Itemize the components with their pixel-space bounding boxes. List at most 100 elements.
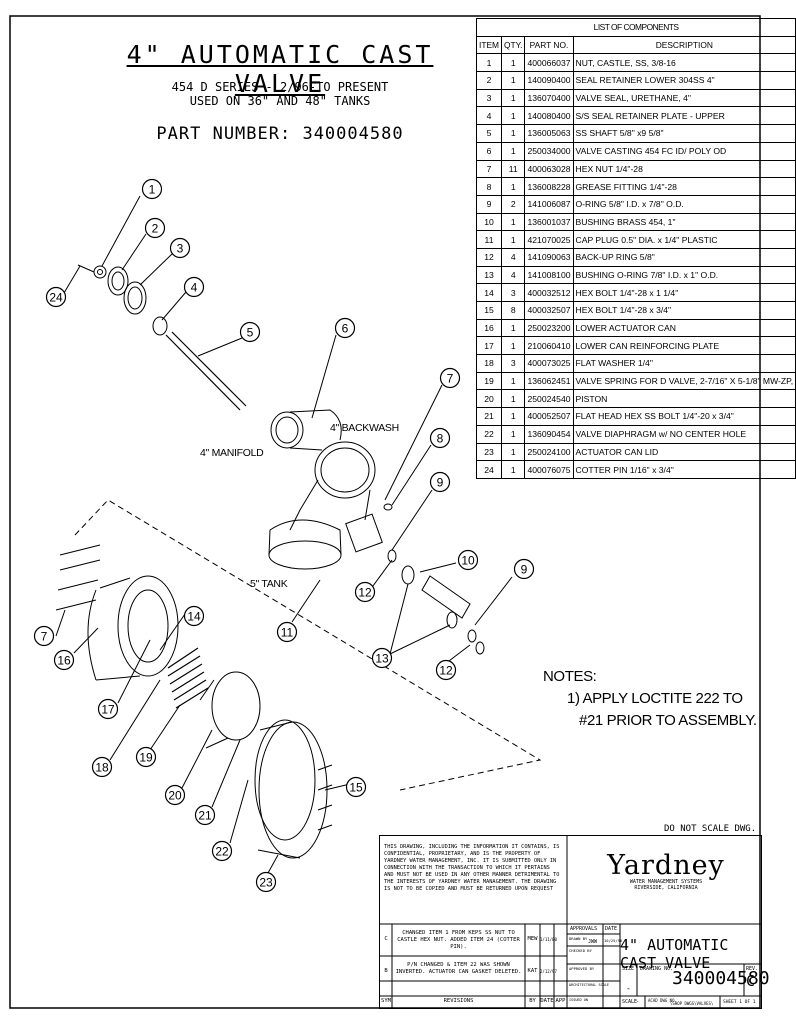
callout-number: 23 xyxy=(259,876,273,890)
qty-cell: 3 xyxy=(501,354,526,373)
callout-number: 22 xyxy=(215,845,229,859)
callout-number: 13 xyxy=(375,652,389,666)
tank-label: 5" TANK xyxy=(250,578,288,590)
qty-cell: 1 xyxy=(501,106,526,126)
qty-cell: 1 xyxy=(501,318,526,338)
callout-number: 1 xyxy=(149,183,156,197)
callout-9: 9 xyxy=(429,471,451,493)
callout-number: 17 xyxy=(101,703,115,717)
exploded-view xyxy=(55,195,542,874)
part-no-cell: 136062451 xyxy=(524,371,574,391)
part-no-cell: 140080400 xyxy=(524,106,574,126)
revision-text: P/N CHANGED & ITEM 22 WAS SHOWN INVERTED… xyxy=(395,962,522,975)
callout-circle xyxy=(135,746,157,768)
callout-circle xyxy=(169,237,191,259)
qty-cell: 1 xyxy=(501,389,526,409)
scale-value: - xyxy=(636,999,640,1005)
callout-13: 13 xyxy=(371,647,393,669)
callout-circle xyxy=(97,698,119,720)
title-block: THIS DRAWING, INCLUDING THE INFORMATION … xyxy=(379,835,770,1009)
approved-by-label: APPROVED BY xyxy=(569,966,595,971)
callout-number: 7 xyxy=(41,630,48,644)
drawing-title: 4" AUTOMATIC CAST VALVE xyxy=(126,40,434,98)
description-cell: PISTON xyxy=(572,389,796,409)
column-header: ITEM xyxy=(475,35,503,55)
callout-20: 20 xyxy=(164,784,186,806)
callout-circle xyxy=(164,784,186,806)
callout-7b: 7 xyxy=(33,625,55,647)
rev-col-revisions: REVISIONS xyxy=(443,998,474,1004)
callout-14: 14 xyxy=(183,605,205,627)
callout-circle xyxy=(45,286,67,308)
description-cell: S/S SEAL RETAINER PLATE - UPPER xyxy=(572,106,796,126)
callout-5: 5 xyxy=(239,321,261,343)
column-header: QTY. xyxy=(501,35,526,55)
logo-tagline: WATER MANAGEMENT SYSTEMS xyxy=(629,879,703,885)
callout-17: 17 xyxy=(97,698,119,720)
item-cell: 22 xyxy=(475,424,503,444)
note-line-1: 1) APPLY LOCTITE 222 TO xyxy=(567,690,743,707)
description-cell: BACK-UP RING 5/8" xyxy=(572,247,796,267)
column-header: PART NO. xyxy=(524,35,574,55)
backwash-label: 4" BACKWASH xyxy=(330,422,399,434)
callout-number: 5 xyxy=(247,326,254,340)
callout-circle xyxy=(183,605,205,627)
part-no-cell: 141090063 xyxy=(524,247,574,267)
cotter-pin-part xyxy=(77,264,95,273)
description-cell: LOWER ACTUATOR CAN xyxy=(572,318,796,338)
acad-value: \SHOP DWGS\VALVES\ xyxy=(670,1001,714,1006)
callout-number: 15 xyxy=(349,781,363,795)
callout-12: 12 xyxy=(354,581,376,603)
callout-circle xyxy=(439,367,461,389)
description-cell: NUT, CASTLE, SS, 3/8-16 xyxy=(572,53,796,73)
item-cell: 13 xyxy=(475,265,503,285)
part-no-cell: 400066037 xyxy=(524,53,574,73)
part-no-cell: 250024540 xyxy=(524,389,574,409)
callout-19: 19 xyxy=(135,746,157,768)
sheet-count: SHEET 1 OF 1 xyxy=(723,1000,756,1005)
item-cell: 5 xyxy=(475,124,503,143)
callout-6: 6 xyxy=(334,317,356,339)
callout-3: 3 xyxy=(169,237,191,259)
callout-circle xyxy=(255,871,277,893)
qty-cell: 1 xyxy=(501,177,526,196)
size-label: SIZE xyxy=(622,966,635,972)
item-cell: 19 xyxy=(475,371,503,391)
seal-retainer-plate-part xyxy=(152,316,168,336)
item-cell: 18 xyxy=(475,354,503,373)
qty-cell: 1 xyxy=(501,336,526,356)
item-cell: 16 xyxy=(475,318,503,338)
part-no-cell: 400073025 xyxy=(524,354,574,373)
description-cell: VALVE DIAPHRAGM w/ NO CENTER HOLE xyxy=(572,424,796,444)
callout-7: 7 xyxy=(439,367,461,389)
title-block-grid xyxy=(380,836,761,1008)
qty-cell: 1 xyxy=(501,53,526,73)
revision-date: 1/11/00 xyxy=(540,937,557,942)
part-no-cell: 400052507 xyxy=(524,407,574,426)
callout-number: 19 xyxy=(139,751,153,765)
callout-number: 14 xyxy=(187,610,201,624)
callout-circle xyxy=(194,804,216,826)
part-no-cell: 136008228 xyxy=(524,177,574,196)
qty-cell: 1 xyxy=(501,407,526,426)
callout-number: 20 xyxy=(168,789,182,803)
shaft-part xyxy=(165,334,241,411)
item-cell: 15 xyxy=(475,301,503,320)
valve-seal-part xyxy=(123,281,147,315)
qty-cell: 4 xyxy=(501,265,526,285)
part-no-cell: 400032507 xyxy=(524,301,574,320)
callout-circle xyxy=(53,649,75,671)
